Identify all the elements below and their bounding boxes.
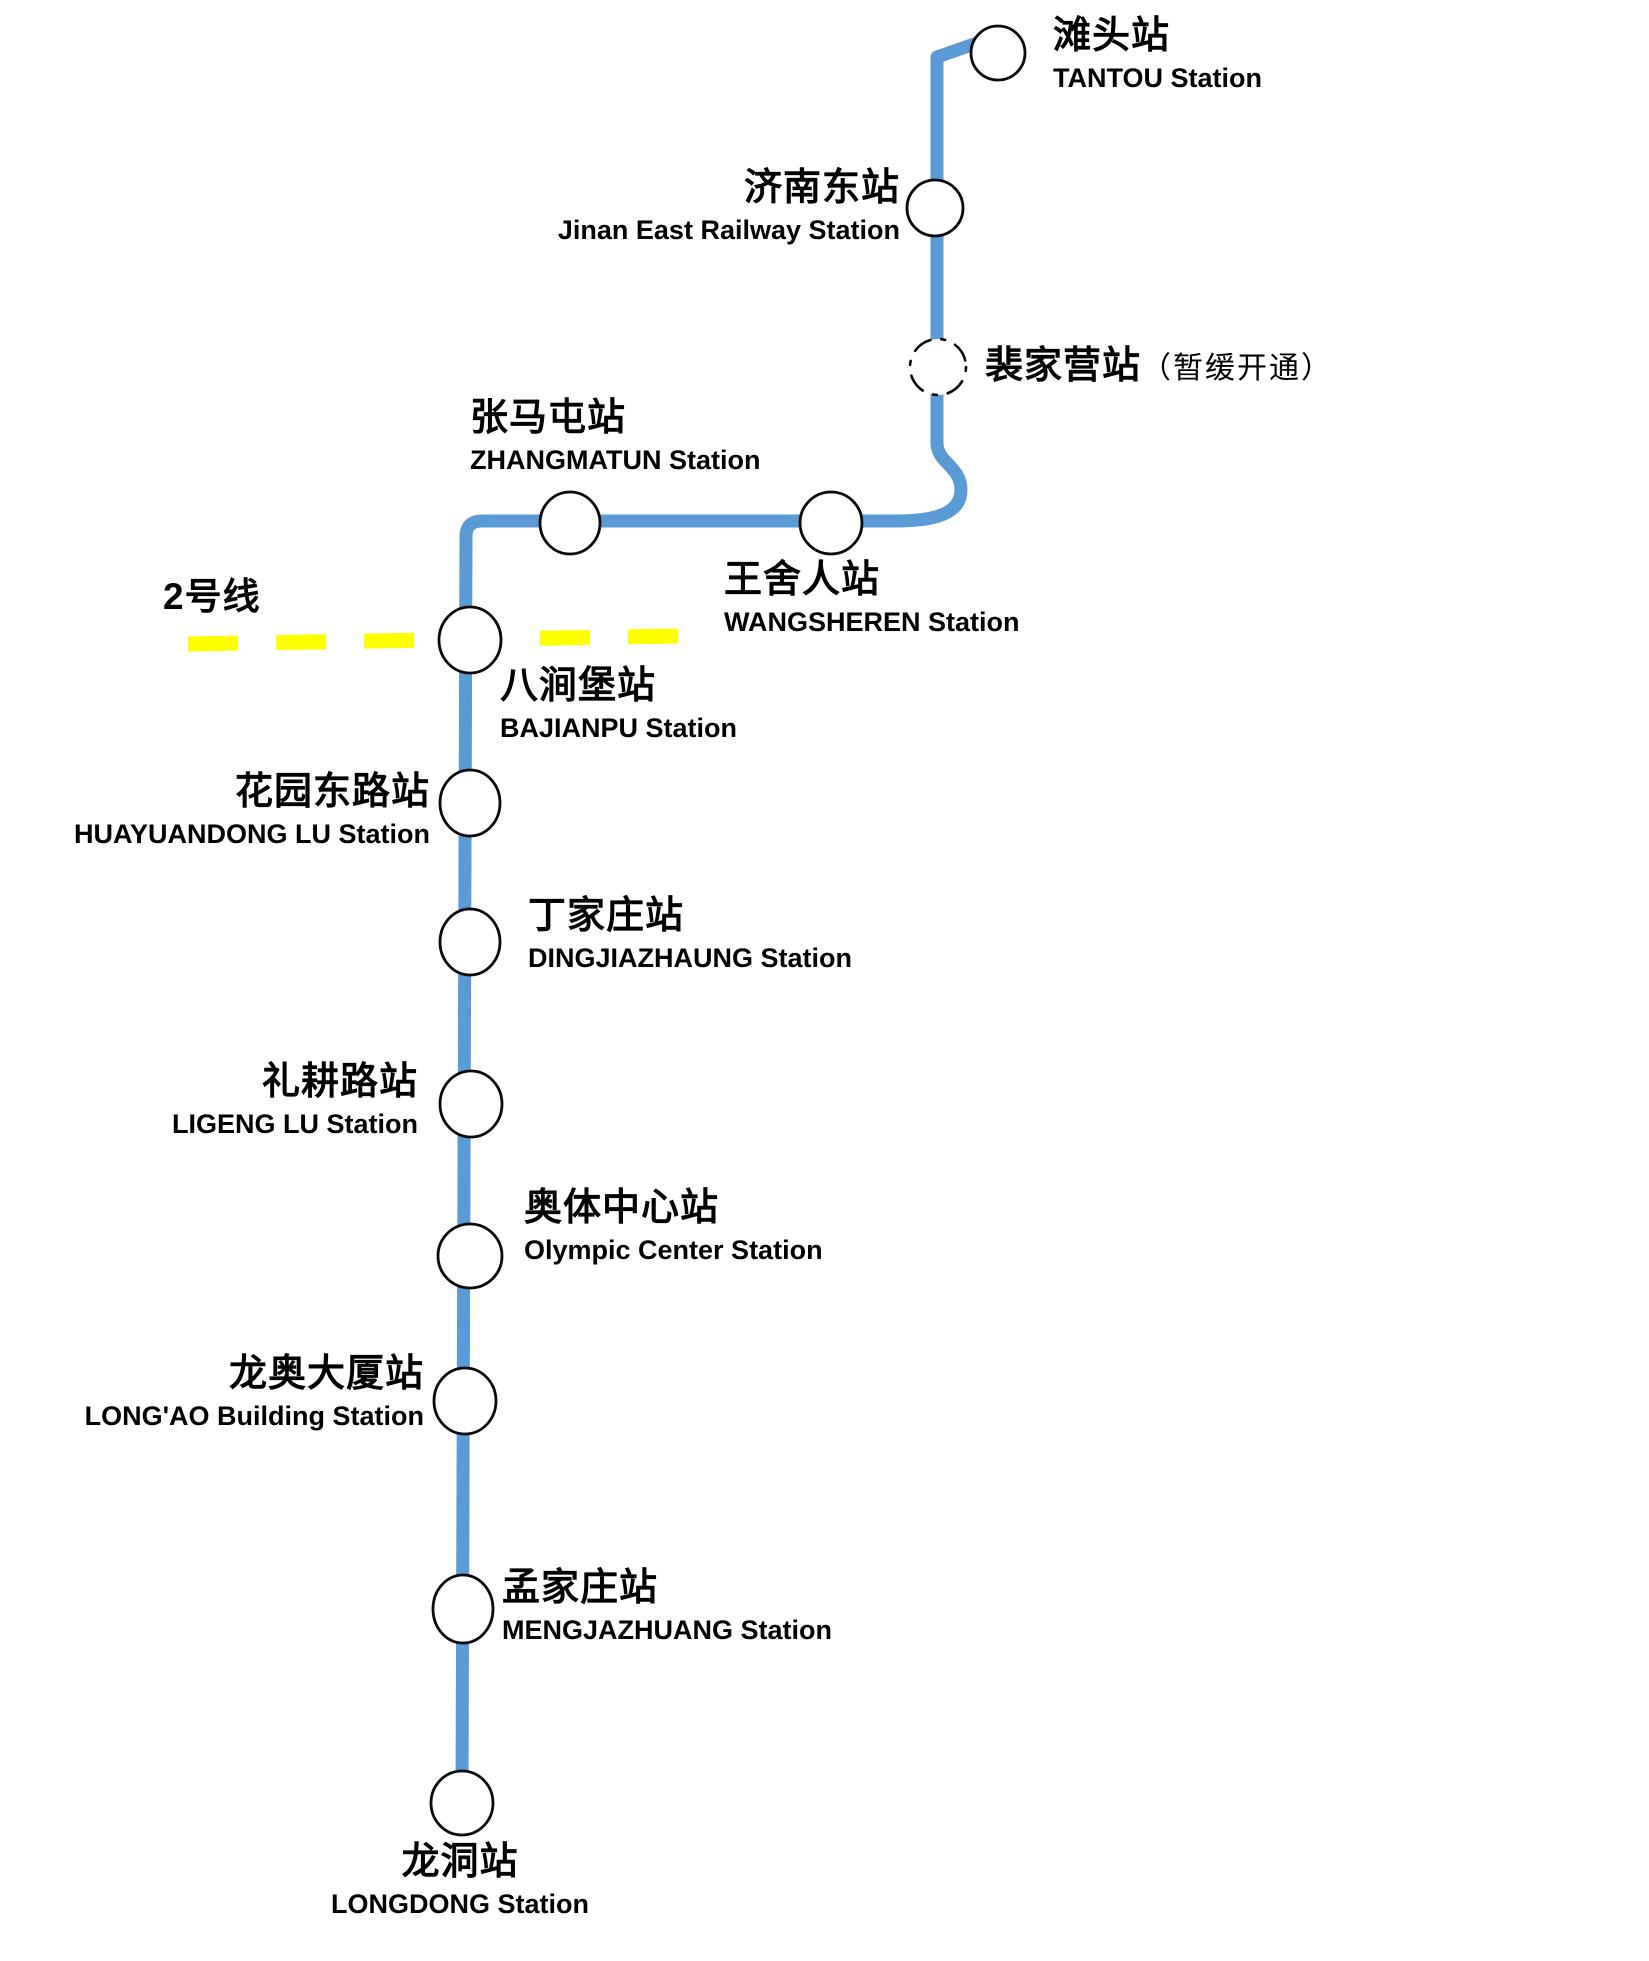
- station-name-zh: 张马屯站: [470, 397, 627, 439]
- station-name-zh: 花园东路站: [234, 771, 430, 813]
- line2-label: 2号线: [163, 576, 261, 617]
- station-label-longao-building: 龙奥大厦站 LONG'AO Building Station: [0, 1350, 424, 1432]
- station-name-zh: 丁家庄站: [528, 895, 685, 937]
- station-marker-ligeng: [438, 1069, 504, 1139]
- station-name-en: Olympic Center Station: [524, 1235, 823, 1265]
- station-label-jinan-east: 济南东站 Jinan East Railway Station: [300, 164, 900, 246]
- route-line: [455, 35, 987, 1807]
- station-label-wangsheren: 王舍人站 WANGSHEREN Station: [724, 556, 1020, 638]
- station-name-zh: 孟家庄站: [502, 1567, 659, 1609]
- station-name-en: LONGDONG Station: [331, 1889, 589, 1919]
- station-name-zh: 礼耕路站: [261, 1061, 418, 1103]
- station-name-zh: 八涧堡站: [500, 665, 657, 707]
- station-label-tantou: 滩头站 TANTOU Station: [1053, 12, 1262, 94]
- station-name-zh: 济南东站: [743, 167, 900, 209]
- station-marker-longao: [432, 1366, 498, 1436]
- station-name-zh: 滩头站: [1053, 15, 1171, 57]
- station-name-en: MENGJAZHUANG Station: [502, 1615, 832, 1645]
- station-label-longdong: 龙洞站 LONGDONG Station: [230, 1838, 690, 1920]
- station-name-zh: 裴家营站: [985, 345, 1142, 387]
- station-label-ligeng: 礼耕路站 LIGENG LU Station: [0, 1058, 418, 1140]
- station-label-dingjiazhuang: 丁家庄站 DINGJIAZHAUNG Station: [528, 892, 852, 974]
- station-name-zh: 奥体中心站: [524, 1187, 720, 1229]
- station-marker-wangsheren: [798, 490, 864, 556]
- station-name-en: WANGSHEREN Station: [724, 607, 1020, 637]
- station-status-note: （暂缓开通）: [1141, 351, 1334, 386]
- station-name-en: LONG'AO Building Station: [84, 1401, 424, 1431]
- station-marker-tantou: [969, 24, 1027, 82]
- station-name-zh: 龙奥大厦站: [228, 1353, 424, 1395]
- station-marker-dingjiazhuang: [438, 907, 502, 977]
- station-label-huayuandong: 花园东路站 HUAYUANDONG LU Station: [0, 768, 430, 850]
- station-marker-olympic: [436, 1222, 504, 1290]
- station-label-bajianpu: 八涧堡站 BAJIANPU Station: [500, 662, 737, 744]
- station-name-en: DINGJIAZHAUNG Station: [528, 943, 852, 973]
- station-marker-peijiaying: [908, 337, 968, 397]
- station-name-en: ZHANGMATUN Station: [470, 445, 761, 475]
- station-label-mengjiazhuang: 孟家庄站 MENGJAZHUANG Station: [502, 1564, 832, 1646]
- station-name-zh: 龙洞站: [401, 1841, 519, 1883]
- station-marker-bajianpu: [437, 605, 503, 675]
- station-name-en: LIGENG LU Station: [172, 1109, 418, 1139]
- station-marker-zhangmatun: [538, 490, 602, 556]
- station-name-zh: 王舍人站: [724, 559, 881, 601]
- station-name-en: Jinan East Railway Station: [557, 215, 900, 245]
- station-label-olympic-center: 奥体中心站 Olympic Center Station: [524, 1184, 823, 1266]
- station-marker-mengjiazhuang: [431, 1573, 495, 1645]
- station-name-en: HUAYUANDONG LU Station: [73, 819, 430, 849]
- station-name-en: BAJIANPU Station: [500, 713, 738, 743]
- station-label-peijiaying: 裴家营站（暂缓开通）: [985, 342, 1333, 390]
- station-marker-longdong: [429, 1769, 495, 1837]
- station-marker-jinan-east: [905, 178, 965, 238]
- station-name-en: TANTOU Station: [1053, 63, 1262, 93]
- line2-transfer-dash: [187, 628, 679, 652]
- station-marker-huayuandong: [438, 768, 502, 838]
- station-label-zhangmatun: 张马屯站 ZHANGMATUN Station: [470, 394, 760, 476]
